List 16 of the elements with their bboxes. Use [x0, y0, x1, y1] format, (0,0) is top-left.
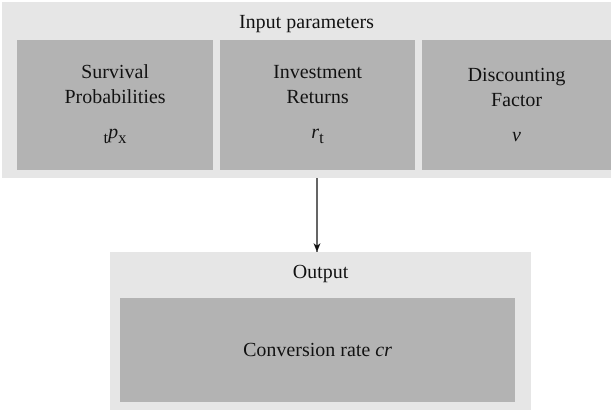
math-symbol: $_{t}$p$_{x}$ [104, 120, 126, 149]
parameter-box [422, 40, 611, 170]
group-heading: Output [292, 260, 350, 285]
parameter-label: Conversion rate cr [243, 338, 392, 362]
parameter-label: Survival Probabilities [63, 60, 167, 110]
group-panel [2, 2, 611, 178]
parameter-box [120, 298, 515, 402]
parameter-box [220, 40, 415, 170]
parameter-label: Discounting Factor [466, 62, 566, 112]
math-symbol: ν [512, 122, 521, 148]
group-panel [110, 252, 531, 410]
arrow [313, 178, 321, 252]
group-heading: Input parameters [238, 10, 375, 35]
parameter-box [17, 40, 213, 170]
math-symbol: r$_{t}$ [311, 120, 324, 149]
parameter-label: Investment Returns [272, 60, 363, 110]
